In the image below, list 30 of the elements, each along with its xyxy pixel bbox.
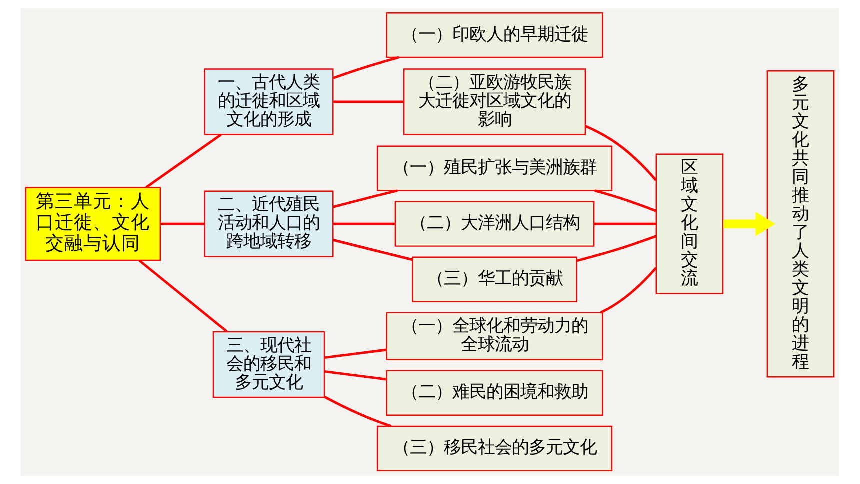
connector: [146, 134, 222, 188]
connector: [576, 235, 657, 262]
connector: [333, 56, 400, 80]
node-box: 第三单元：人口迁徙、文化交融与认同: [25, 187, 162, 262]
node-box: （二）难民的困境和救助: [386, 370, 604, 416]
node-box: （三）华工的贡献: [412, 256, 578, 302]
node-box: （一）殖民扩张与美洲族群: [376, 146, 613, 192]
connector: [594, 190, 656, 212]
node-box: （一）印欧人的早期迁徙: [386, 12, 604, 58]
connector: [334, 100, 404, 104]
connector: [324, 348, 387, 360]
connector: [160, 222, 205, 226]
node-box: 二、近代殖民活动和人口的跨地域转移: [204, 190, 334, 258]
node-box: （二）大洋洲人口结构: [394, 201, 595, 247]
arrow: [724, 212, 776, 236]
connector: [600, 267, 658, 314]
node-box: 一、古代人类的迁徙和区域文化的形成: [204, 68, 334, 136]
connector: [332, 238, 414, 262]
node-box: （二）亚欧游牧民族大迁徙对区域文化的影响: [403, 68, 586, 136]
connector: [332, 190, 398, 208]
connector: [138, 260, 228, 333]
node-box: 区域文化间交流: [656, 154, 724, 294]
node-box: 三、现代社会的移民和多元文化: [212, 331, 326, 398]
connector: [324, 370, 387, 381]
node-box: 多元文化共同推动了人类文明的进程: [766, 70, 835, 378]
connector: [334, 222, 396, 226]
node-box: （三）移民社会的多元文化: [376, 426, 613, 472]
connector: [585, 125, 658, 182]
connector: [594, 222, 656, 226]
node-box: （一）全球化和劳动力的全球流动: [386, 312, 604, 360]
